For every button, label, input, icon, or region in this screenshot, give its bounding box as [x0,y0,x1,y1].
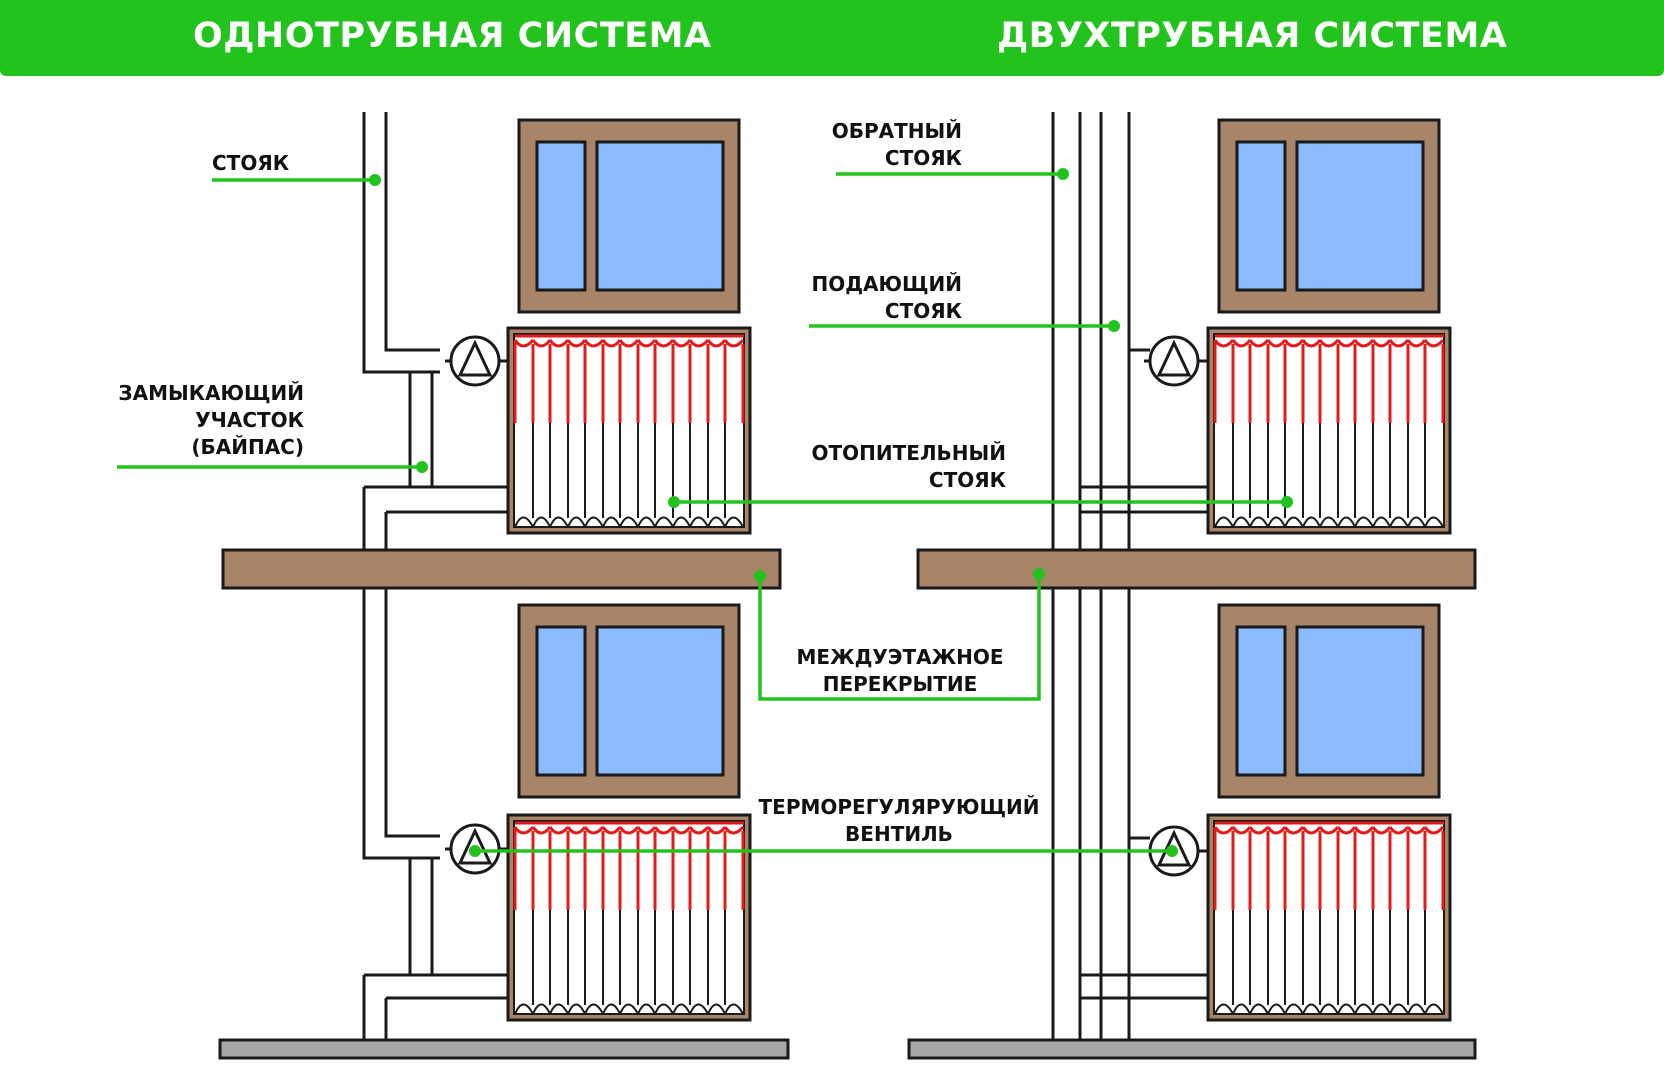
label-supply-riser: ПОДАЮЩИЙ СТОЯК [811,272,963,323]
left-ground-base [218,1038,790,1060]
left-riser-pipe [362,112,508,1040]
leader-dots [369,168,1293,857]
label-heating-riser: ОТОПИТЕЛЬНЫЙ СТОЯК [811,441,1006,492]
two-pipe-system-title: ДВУХТРУБНАЯ СИСТЕМА [997,16,1508,56]
label-bypass: ЗАМЫКАЮЩИЙ УЧАСТОК (БАЙПАС) [118,381,304,459]
left-lower-window [517,603,741,799]
leader-floor-slab [758,574,1041,701]
left-upper-thermo-valve-icon [443,335,511,387]
header-banner: ОДНОТРУБНАЯ СИСТЕМА ДВУХТРУБНАЯ СИСТЕМА [0,0,1664,76]
one-pipe-system [218,112,790,1060]
label-thermo-valve: ТЕРМОРЕГУЛЯРУЮЩИЙ ВЕНТИЛЬ [758,795,1040,846]
left-upper-window [517,118,741,314]
label-floor-slab: МЕЖДУЭТАЖНОЕ ПЕРЕКРЫТИЕ [796,645,1004,696]
two-pipe-system [907,112,1477,1060]
right-lower-window [1217,603,1441,799]
right-lower-radiator [1206,813,1452,1022]
right-ground-base [907,1038,1477,1060]
leader-lines [117,172,1287,853]
right-upper-window [1217,118,1441,314]
left-lower-radiator [506,813,752,1022]
right-upper-thermo-valve-icon [1142,335,1210,387]
label-riser: СТОЯК [212,151,290,175]
left-floor-slab [221,548,782,590]
one-pipe-system-title: ОДНОТРУБНАЯ СИСТЕМА [193,16,712,56]
label-return-riser: ОБРАТНЫЙ СТОЯК [831,119,962,170]
right-floor-slab [916,548,1477,590]
